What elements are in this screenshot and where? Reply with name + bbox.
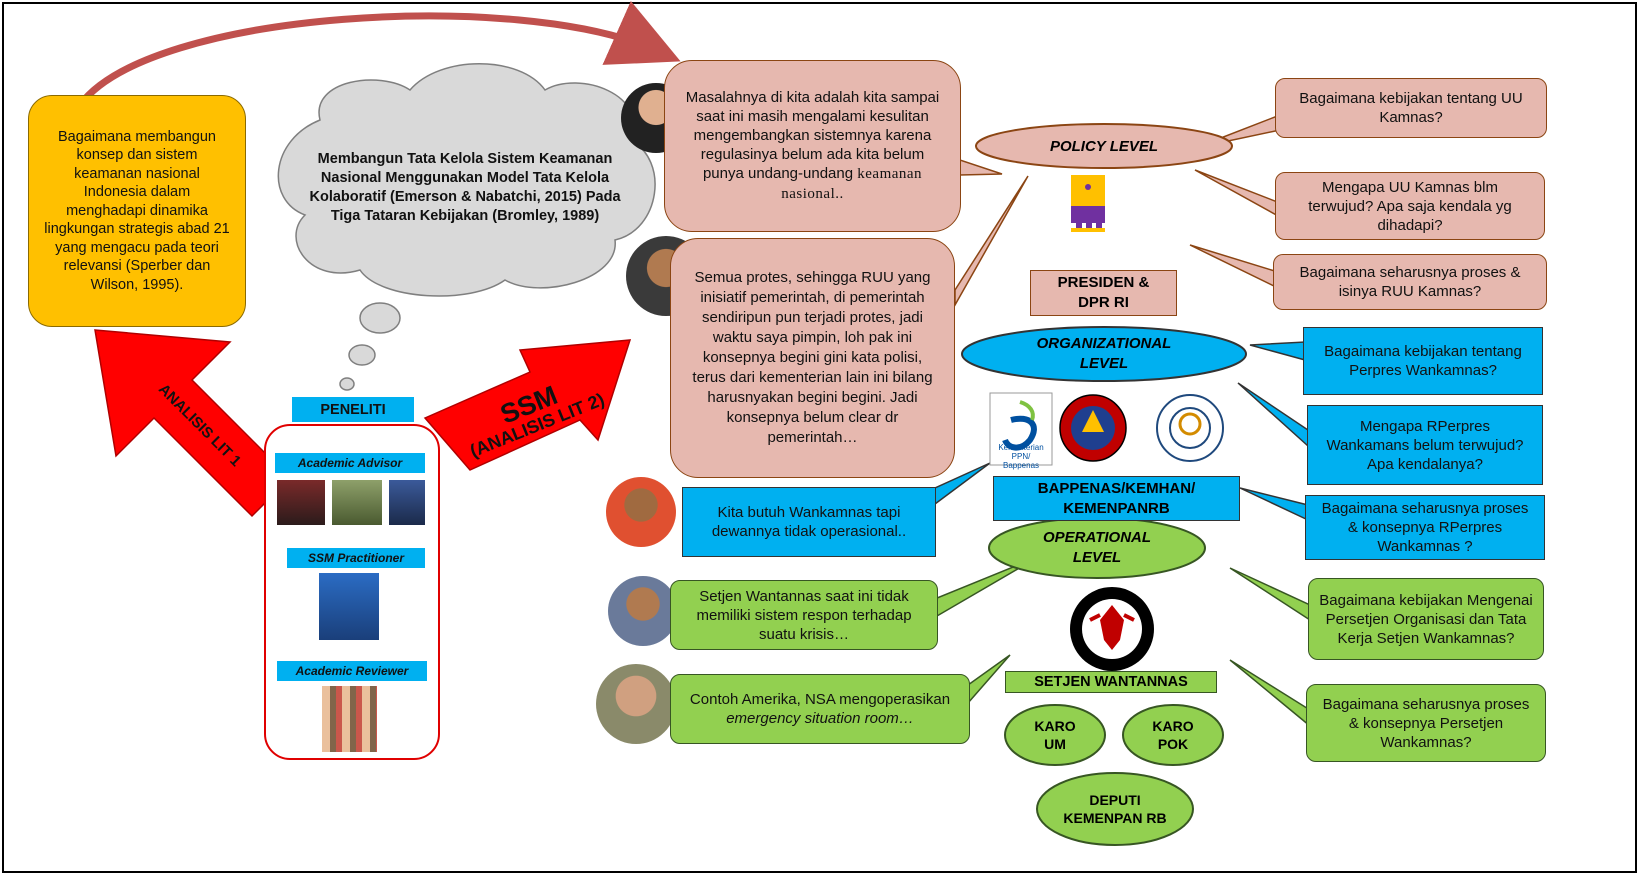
- presiden-dpr-box: PRESIDEN & DPR RI: [1030, 270, 1177, 316]
- question-r7: Bagaimana kebijakan Mengenai Persetjen O…: [1308, 578, 1544, 660]
- operational-level-label: OPERATIONAL LEVEL: [1042, 529, 1152, 566]
- ssm-practitioner-header: SSM Practitioner: [287, 548, 425, 568]
- cloud-text: Membangun Tata Kelola Sistem Keamanan Na…: [309, 150, 621, 224]
- organizational-level-label: ORGANIZATIONAL LEVEL: [1036, 335, 1172, 372]
- quote-bubble-4: Setjen Wantannas saat ini tidak memiliki…: [670, 580, 938, 650]
- speaker-photo-3: [606, 477, 676, 547]
- academic-advisor-header: Academic Advisor: [275, 453, 425, 473]
- question-r1: Bagaimana kebijakan tentang UU Kamnas?: [1275, 78, 1547, 138]
- organizational-ellipse: [961, 326, 1247, 382]
- reviewer-group-icon: [322, 686, 377, 752]
- karo-pok: KARO POK: [1152, 718, 1194, 752]
- building-icon: [1071, 175, 1105, 232]
- question-r5: Mengapa RPerpres Wankamans belum terwuju…: [1307, 405, 1543, 485]
- quote-bubble-3: Kita butuh Wankamnas tapi dewannya tidak…: [682, 487, 936, 557]
- advisor-photo-1: [277, 480, 325, 525]
- academic-reviewer-header: Academic Reviewer: [277, 661, 427, 681]
- research-question-text: Bagaimana membangun konsep dan sistem ke…: [44, 128, 230, 293]
- practitioner-photo: [319, 573, 379, 640]
- setjen-wantannas-box: SETJEN WANTANNAS: [1005, 671, 1217, 693]
- bappenas-kemhan-box: BAPPENAS/KEMHAN/ KEMENPANRB: [993, 476, 1240, 521]
- quote-bubble-5: Contoh Amerika, NSA mengoperasikan emerg…: [670, 674, 970, 744]
- quote-bubble-1: Masalahnya di kita adalah kita sampai sa…: [664, 60, 961, 232]
- quote-bubble-2: Semua protes, sehingga RUU yang inisiati…: [670, 238, 955, 478]
- deputi-kemenpanrb: DEPUTI KEMENPAN RB: [1063, 792, 1167, 826]
- red-arrow-right: [423, 339, 632, 471]
- policy-level-label: POLICY LEVEL: [1049, 137, 1159, 155]
- question-r8: Bagaimana seharusnya proses & konsepnya …: [1306, 684, 1546, 762]
- policy-ellipse: [975, 123, 1233, 169]
- question-r2: Mengapa UU Kamnas blm terwujud? Apa saja…: [1275, 172, 1545, 240]
- thought-cloud: [277, 63, 656, 391]
- advisor-photo-2: [332, 480, 382, 525]
- question-r3: Bagaimana seharusnya proses & isinya RUU…: [1273, 254, 1547, 310]
- karo-um: KARO UM: [1034, 718, 1076, 752]
- question-r4: Bagaimana kebijakan tentang Perpres Wank…: [1303, 327, 1543, 395]
- peneliti-title: PENELITI: [292, 397, 414, 422]
- question-r6: Bagaimana seharusnya proses & konsepnya …: [1305, 495, 1545, 560]
- advisor-photo-3: [389, 480, 425, 525]
- speaker-photo-5: [596, 664, 676, 744]
- curved-arrow: [77, 0, 681, 108]
- bappenas-logo-text: Kementerian PPN/ Bappenas: [998, 442, 1044, 470]
- research-question-box: Bagaimana membangun konsep dan sistem ke…: [28, 95, 246, 327]
- speaker-photo-4: [608, 576, 678, 646]
